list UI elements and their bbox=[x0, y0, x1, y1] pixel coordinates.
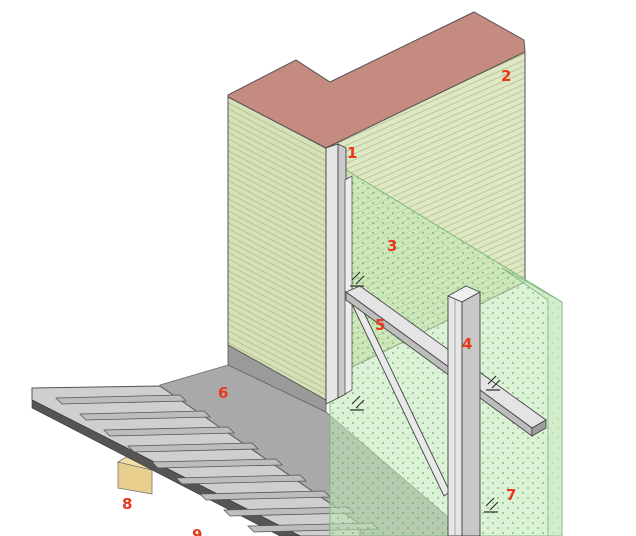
callout-6: 6 bbox=[218, 384, 228, 402]
bracket-beam-right bbox=[486, 375, 501, 391]
callout-4: 4 bbox=[462, 335, 472, 353]
callout-9: 9 bbox=[192, 526, 202, 536]
deck-board bbox=[55, 394, 187, 405]
callout-2: 2 bbox=[501, 67, 511, 85]
callout-5: 5 bbox=[375, 316, 385, 334]
wall-post bbox=[325, 143, 353, 405]
callout-1: 1 bbox=[347, 144, 357, 162]
deck-board bbox=[103, 426, 235, 437]
callout-8: 8 bbox=[122, 495, 132, 513]
brackets bbox=[350, 271, 501, 513]
steel-column bbox=[446, 285, 482, 536]
deck-board bbox=[151, 458, 283, 469]
deck-board bbox=[79, 410, 211, 421]
deck-board bbox=[175, 474, 307, 485]
bracket-mid-left bbox=[350, 395, 365, 411]
callout-7: 7 bbox=[506, 486, 516, 504]
callouts: 1 2 3 4 5 6 7 8 9 bbox=[122, 67, 516, 536]
deck-boards bbox=[55, 394, 379, 533]
deck-board bbox=[127, 442, 259, 453]
callout-3: 3 bbox=[387, 237, 397, 255]
glass-edge bbox=[501, 267, 563, 536]
bracket-upper-left bbox=[350, 271, 365, 287]
deck bbox=[31, 385, 379, 536]
bracket-lower-right bbox=[484, 497, 499, 513]
